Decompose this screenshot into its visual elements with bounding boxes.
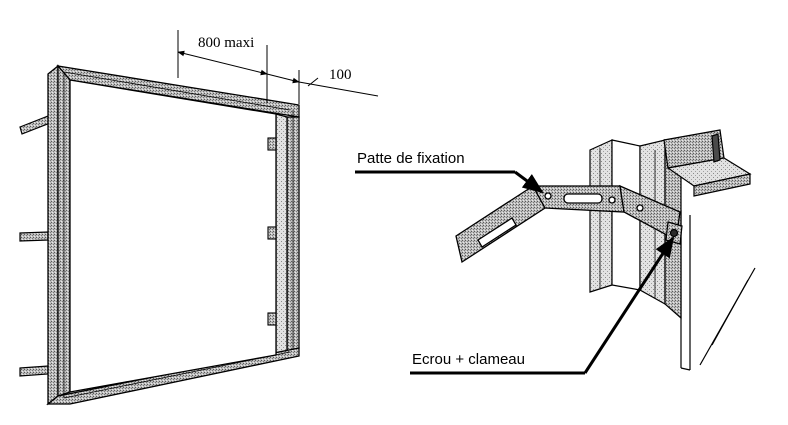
- dimension-100: 100: [266, 67, 379, 104]
- frame-view: 800 maxi 100: [19, 30, 379, 406]
- dimension-800-label: 800 maxi: [198, 35, 254, 51]
- top-channel-rail: [663, 129, 752, 197]
- dimension-100-label: 100: [329, 67, 352, 83]
- wall-section: [680, 210, 756, 371]
- frame-rails: [46, 64, 300, 406]
- dimension-800-maxi: 800 maxi: [177, 30, 268, 103]
- callout-nut-clamp-label: Ecrou + clameau: [412, 351, 525, 368]
- fixing-bracket: [455, 184, 681, 264]
- right-rail-lugs: [267, 137, 277, 326]
- callout-fixing-bracket-label: Patte de fixation: [357, 150, 465, 167]
- nut-clamp: [665, 221, 683, 245]
- callout-nut-clamp: Ecrou + clameau: [410, 236, 675, 375]
- bracket-detail-view: Patte de fixation Ecrou + clameau: [355, 129, 756, 375]
- left-fixing-tabs: [19, 115, 51, 377]
- callout-fixing-bracket: Patte de fixation: [355, 150, 544, 194]
